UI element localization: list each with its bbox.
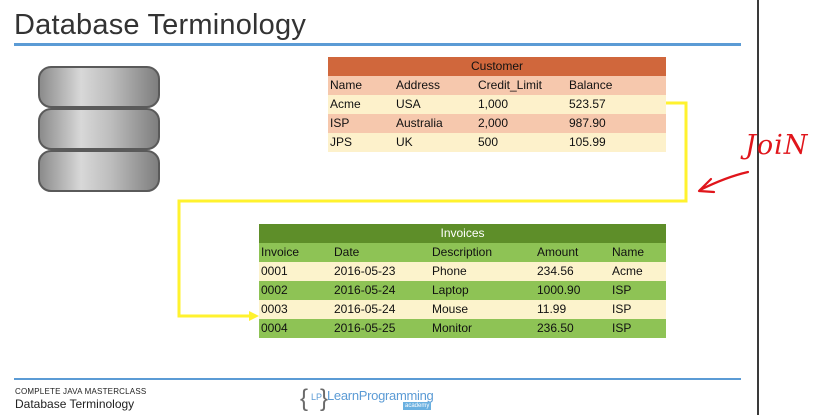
table-cell: 0003 [259, 300, 332, 319]
table-cell: 523.57 [567, 95, 666, 114]
column-header: Name [610, 243, 666, 262]
table-cell: ISP [610, 281, 666, 300]
invoices-table-caption: Invoices [259, 224, 666, 243]
table-cell: 500 [476, 133, 567, 152]
table-cell: Mouse [430, 300, 535, 319]
footer-divider [14, 378, 741, 380]
table-cell: 2016-05-24 [332, 281, 430, 300]
table-row: 0002 2016-05-24 Laptop 1000.90 ISP [259, 281, 666, 300]
logo-brace-close: } [320, 385, 329, 412]
table-cell: Acme [610, 262, 666, 281]
table-cell: Laptop [430, 281, 535, 300]
table-header-row: Name Address Credit_Limit Balance [328, 76, 666, 95]
column-header: Invoice [259, 243, 332, 262]
customer-table-caption: Customer [328, 57, 666, 76]
table-row: Acme USA 1,000 523.57 [328, 95, 666, 114]
column-header: Name [328, 76, 394, 95]
column-header: Address [394, 76, 476, 95]
table-cell: Australia [394, 114, 476, 133]
table-cell: Phone [430, 262, 535, 281]
table-row: 0004 2016-05-25 Monitor 236.50 ISP [259, 319, 666, 338]
table-cell: 1000.90 [535, 281, 610, 300]
table-cell: 234.56 [535, 262, 610, 281]
table-row: ISP Australia 2,000 987.90 [328, 114, 666, 133]
table-cell: 2016-05-23 [332, 262, 430, 281]
table-cell: 0002 [259, 281, 332, 300]
column-header: Description [430, 243, 535, 262]
handwritten-arrowhead [697, 177, 716, 194]
database-icon [38, 66, 160, 192]
table-cell: ISP [328, 114, 394, 133]
footer-course-name: COMPLETE JAVA MASTERCLASS [15, 387, 147, 396]
table-cell: USA [394, 95, 476, 114]
window-edge [757, 0, 759, 415]
invoices-table: Invoices Invoice Date Description Amount… [259, 224, 666, 338]
column-header: Date [332, 243, 430, 262]
table-cell: JPS [328, 133, 394, 152]
join-arrowhead [249, 311, 259, 321]
table-header-row: Invoice Date Description Amount Name [259, 243, 666, 262]
table-cell: 2,000 [476, 114, 567, 133]
handwritten-arrow [698, 170, 750, 192]
column-header: Balance [567, 76, 666, 95]
table-cell: Monitor [430, 319, 535, 338]
table-cell: 2016-05-24 [332, 300, 430, 319]
table-cell: 2016-05-25 [332, 319, 430, 338]
logo-mark: LP [311, 392, 323, 402]
table-cell: ISP [610, 319, 666, 338]
footer-topic: Database Terminology [15, 397, 135, 411]
table-cell: 0004 [259, 319, 332, 338]
column-header: Credit_Limit [476, 76, 567, 95]
table-row: JPS UK 500 105.99 [328, 133, 666, 152]
table-cell: 1,000 [476, 95, 567, 114]
logo-brace-open: { [300, 385, 309, 412]
table-cell: 987.90 [567, 114, 666, 133]
table-cell: UK [394, 133, 476, 152]
logo-subtitle: academy [403, 402, 432, 410]
slide-title: Database Terminology [14, 9, 307, 41]
table-cell: 236.50 [535, 319, 610, 338]
table-cell: Acme [328, 95, 394, 114]
table-cell: 105.99 [567, 133, 666, 152]
table-row: 0001 2016-05-23 Phone 234.56 Acme [259, 262, 666, 281]
join-annotation: JoiN [745, 130, 809, 161]
table-cell: 0001 [259, 262, 332, 281]
table-cell: 11.99 [535, 300, 610, 319]
table-cell: ISP [610, 300, 666, 319]
table-row: 0003 2016-05-24 Mouse 11.99 ISP [259, 300, 666, 319]
title-divider [14, 43, 741, 46]
learnprogramming-logo: { LP } LearnProgramming academy [300, 384, 440, 412]
logo-wordmark: LearnProgramming [327, 388, 434, 403]
customer-table: Customer Name Address Credit_Limit Balan… [328, 57, 666, 152]
column-header: Amount [535, 243, 610, 262]
